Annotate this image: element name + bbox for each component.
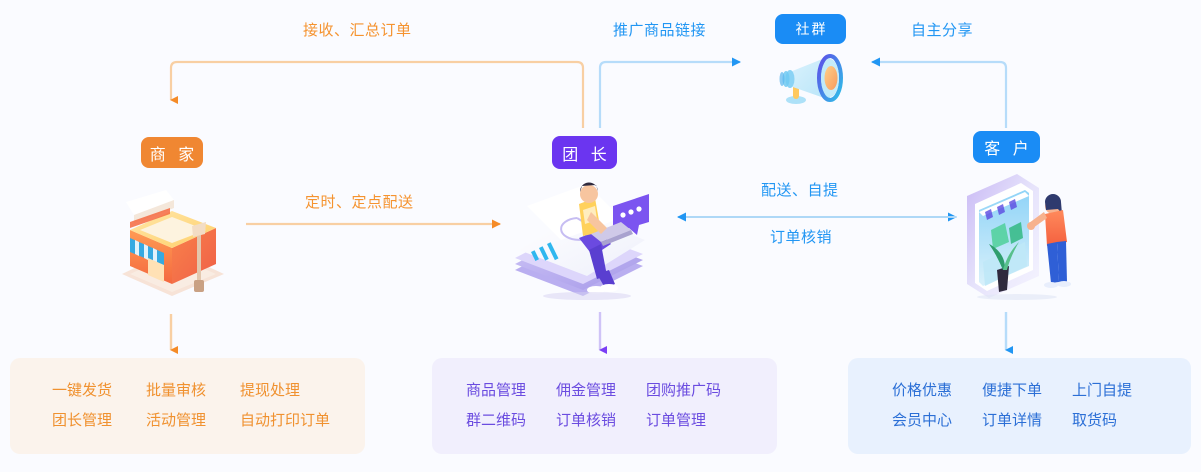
feature-item[interactable]: 一键发货 [52,382,113,399]
feature-item[interactable]: 价格优惠 [892,382,953,399]
feature-item[interactable]: 取货码 [1072,412,1118,429]
panel-merchant-features: 一键发货 批量审核 提现处理 团长管理 活动管理 自动打印订单 [10,358,365,454]
edge-label-promote-link: 推广商品链接 [613,22,707,39]
node-badge-merchant[interactable]: 商 家 [141,137,203,168]
panel-merchant-row-1: 一键发货 批量审核 提现处理 [10,376,365,406]
edge-label-order-verify: 订单核销 [770,229,833,246]
person-with-laptop-illustration [503,178,663,300]
feature-item[interactable]: 上门自提 [1072,382,1133,399]
panel-customer-row-1: 价格优惠 便捷下单 上门自提 [848,376,1191,406]
feature-item[interactable]: 会员中心 [892,412,953,429]
node-badge-community[interactable]: 社群 [775,14,846,44]
feature-item[interactable]: 订单管理 [646,412,707,429]
feature-item[interactable]: 团购推广码 [646,382,722,399]
feature-item[interactable]: 提现处理 [240,382,301,399]
node-badge-leader[interactable]: 团 长 [552,136,617,169]
feature-item[interactable]: 批量审核 [146,382,207,399]
node-badge-customer[interactable]: 客 户 [973,131,1040,163]
feature-item[interactable]: 自动打印订单 [240,412,331,429]
edge-label-self-share: 自主分享 [911,22,974,39]
feature-item[interactable]: 便捷下单 [982,382,1043,399]
edge-self-share-line [871,57,1008,128]
panel-merchant-row-2: 团长管理 活动管理 自动打印订单 [10,406,365,436]
edge-label-delivery-pickup: 配送、自提 [761,182,839,199]
panel-leader-features: 商品管理 佣金管理 团购推广码 群二维码 订单核销 订单管理 [432,358,777,454]
feature-item[interactable]: 群二维码 [466,412,527,429]
edge-label-scheduled-delivery: 定时、定点配送 [305,194,414,211]
megaphone-icon [772,50,852,112]
feature-item[interactable]: 商品管理 [466,382,527,399]
panel-customer-row-2: 会员中心 订单详情 取货码 [848,406,1191,436]
feature-item[interactable]: 订单详情 [982,412,1043,429]
feature-item[interactable]: 佣金管理 [556,382,617,399]
edge-label-collect-orders: 接收、汇总订单 [303,22,412,39]
feature-item[interactable]: 活动管理 [146,412,207,429]
feature-item[interactable]: 订单核销 [556,412,617,429]
storefront-illustration [104,178,240,296]
panel-leader-row-1: 商品管理 佣金管理 团购推广码 [432,376,777,406]
feature-item[interactable]: 团长管理 [52,412,113,429]
panel-customer-features: 价格优惠 便捷下单 上门自提 会员中心 订单详情 取货码 [848,358,1191,454]
person-shopping-phone-illustration [955,170,1079,300]
panel-leader-row-2: 群二维码 订单核销 订单管理 [432,406,777,436]
edge-promote-link-line [598,57,741,128]
edge-collect-orders-line [169,60,585,128]
